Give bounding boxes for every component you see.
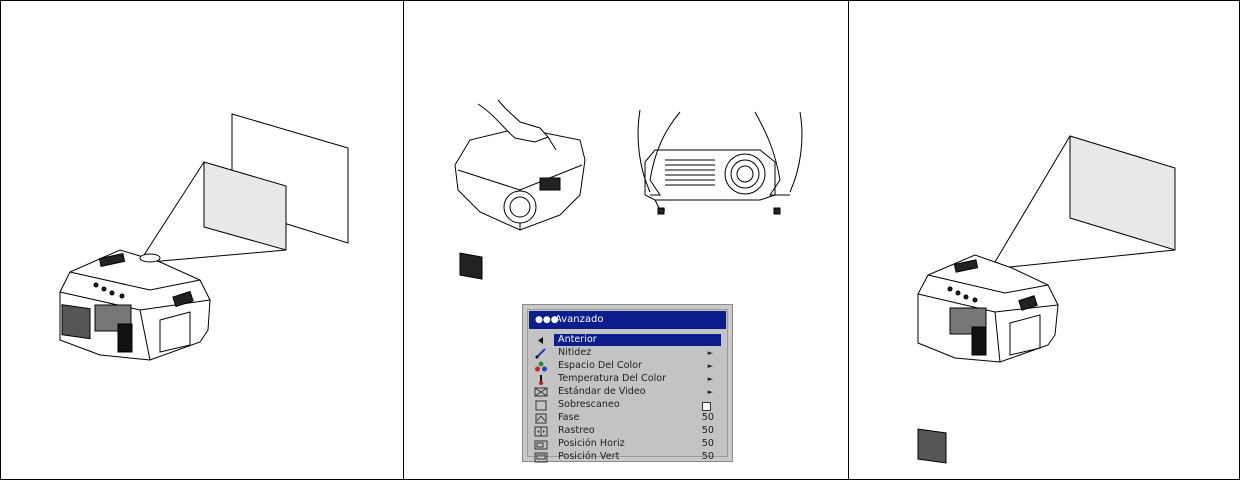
menu-item-label: Rastreo — [558, 425, 595, 438]
back-arrow-icon — [534, 335, 548, 346]
menu-item-posicion-horiz[interactable]: Posición Horiz 50 — [532, 438, 721, 451]
projector-two-screens-illustration — [60, 114, 348, 360]
menu-item-label: Fase — [558, 412, 579, 425]
menu-item-label: Nitidez — [558, 347, 591, 360]
vertical-position-icon — [534, 452, 548, 463]
phase-icon — [534, 413, 548, 424]
video-standard-icon — [534, 387, 548, 398]
menu-item-label: Anterior — [558, 334, 597, 347]
advanced-menu-body: ●●● Avanzado Anterior Nitidez ► Espacio … — [527, 309, 728, 457]
submenu-arrow-icon: ► — [708, 386, 713, 399]
menu-item-posicion-vert[interactable]: Posición Vert 50 — [532, 451, 721, 464]
sharpness-icon — [534, 348, 548, 359]
menu-item-value: 50 — [702, 438, 714, 451]
overscan-icon — [534, 400, 548, 411]
menu-item-rastreo[interactable]: Rastreo 50 — [532, 425, 721, 438]
menu-item-label: Espacio Del Color — [558, 360, 642, 373]
submenu-arrow-icon: ► — [708, 373, 713, 386]
menu-item-estandar-de-video[interactable]: Estándar de Video ► — [532, 386, 721, 399]
menu-item-espacio-del-color[interactable]: Espacio Del Color ► — [532, 360, 721, 373]
advanced-menu: ●●● Avanzado Anterior Nitidez ► Espacio … — [522, 304, 733, 462]
menu-title-bar: ●●● Avanzado — [529, 311, 726, 329]
menu-item-label: Posición Horiz — [558, 438, 625, 451]
menu-item-fase[interactable]: Fase 50 — [532, 412, 721, 425]
menu-item-label: Estándar de Video — [558, 386, 646, 399]
menu-item-sobrescaneo[interactable]: Sobrescaneo — [532, 399, 721, 412]
menu-item-value: 50 — [702, 425, 714, 438]
menu-item-label: Temperatura Del Color — [558, 373, 666, 386]
projector-screen-illustration — [918, 136, 1175, 463]
menu-item-label: Posición Vert — [558, 451, 619, 464]
menu-item-value: 50 — [702, 412, 714, 425]
submenu-arrow-icon: ► — [708, 360, 713, 373]
menu-title: Avanzado — [555, 311, 603, 329]
horizontal-position-icon — [534, 439, 548, 450]
menu-item-value: 50 — [702, 451, 714, 464]
menu-item-anterior[interactable]: Anterior — [532, 334, 721, 347]
screen — [1070, 136, 1175, 250]
projector-adjust-illustration — [455, 100, 802, 279]
overscan-checkbox[interactable] — [702, 402, 711, 411]
tracking-icon — [534, 426, 548, 437]
color-space-icon — [534, 361, 548, 372]
menu-item-nitidez[interactable]: Nitidez ► — [532, 347, 721, 360]
thermometer-icon — [534, 374, 548, 385]
submenu-arrow-icon: ► — [708, 347, 713, 360]
menu-item-temperatura-del-color[interactable]: Temperatura Del Color ► — [532, 373, 721, 386]
menu-item-label: Sobrescaneo — [558, 399, 620, 412]
